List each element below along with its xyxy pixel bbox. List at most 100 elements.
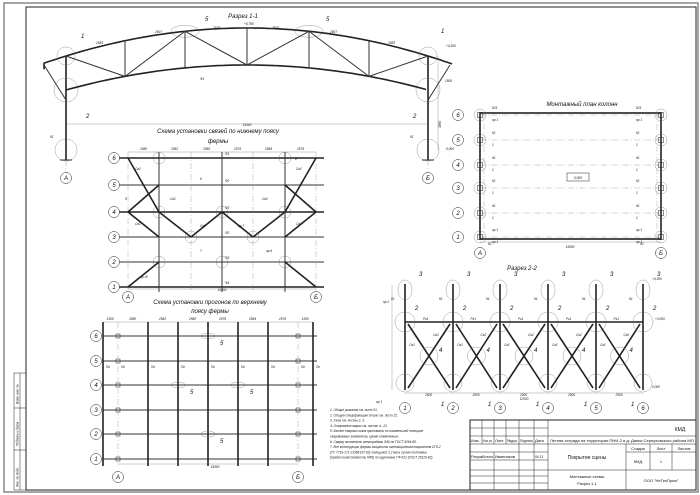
bracing-label: пр 10 — [140, 275, 148, 279]
axis-bubble — [637, 402, 649, 414]
truss-diagonal — [368, 55, 429, 77]
tb-code: КМД — [675, 427, 686, 433]
brace-label: Св2 — [481, 333, 487, 337]
bracing-label: Св2 — [296, 167, 302, 171]
span-dim: 2582 — [158, 317, 166, 321]
row-axis-label: 3 — [456, 186, 460, 192]
axis-b-label: Б — [314, 295, 318, 301]
node-ellipse — [170, 381, 186, 389]
node-circle — [654, 158, 668, 172]
title-block: Изм. Кол.уч. Лист №док. Подпись Дата Раз… — [469, 419, 697, 491]
row-axis-label: 3 — [112, 235, 116, 241]
beam-label: Рг1 — [614, 317, 620, 321]
column-section — [658, 234, 664, 240]
brace-label: Св2 — [528, 333, 534, 337]
node-ellipse — [200, 332, 216, 340]
bracing — [284, 157, 317, 213]
node-callout: 2 — [462, 306, 467, 312]
node-callout: 3 — [419, 272, 423, 278]
node-callout: 2 — [414, 306, 419, 312]
node-circle — [654, 108, 668, 122]
tb-stage: КМД — [634, 459, 643, 464]
bracing — [127, 184, 160, 213]
note-item: (предел огнестойкости R45) по грунтовке … — [330, 456, 433, 460]
node-callout: 5 — [220, 439, 224, 445]
node-callout: 1 — [584, 402, 587, 408]
column-label: К1 — [492, 131, 496, 135]
node-circle — [473, 230, 487, 244]
axis-a — [60, 172, 72, 184]
row-axis — [108, 206, 120, 218]
node-callout: 1 — [81, 34, 84, 40]
note-item: 6. Сварку выполнять электродами Э46 по Г… — [330, 440, 417, 444]
chord-dim: 2607 — [329, 30, 337, 34]
bracing-label: Св2 — [296, 222, 302, 226]
node-circle — [215, 205, 229, 219]
node-circle — [562, 346, 582, 366]
row-axis-label: 6 — [456, 113, 460, 119]
cross-brace — [455, 323, 498, 389]
section-1-1-span-dim: 15500 — [243, 123, 252, 127]
node-callout: 2 — [85, 114, 90, 120]
column-label: пр 1 — [636, 228, 642, 232]
node-callout: 1 — [441, 402, 444, 408]
column-label: 1 — [636, 168, 638, 172]
bracing-label: Св2 — [135, 222, 141, 226]
tb-col-header: Лист — [495, 438, 504, 443]
section-1-1-top-mark: +5,780 — [244, 22, 254, 26]
tb-drawing-name-2: Разрез 1-1 — [577, 481, 597, 486]
truss-diagonal — [246, 30, 310, 66]
beam-label: Рг1 — [566, 317, 572, 321]
brace-label: Св1 — [409, 343, 415, 347]
axis-b — [655, 247, 667, 259]
column-label: 1 — [492, 143, 494, 147]
node-callout: 2 — [412, 114, 417, 120]
node-circle — [246, 230, 260, 244]
span-dim: 2580 — [202, 147, 210, 151]
note-item: свариваемых элементов, кроме отмеченных. — [330, 435, 399, 439]
section-1-1-height-dim: 3950 — [438, 121, 442, 128]
brace-label: Св2 — [433, 333, 439, 337]
node-circle — [489, 311, 511, 333]
span-dim: 1350 — [107, 317, 114, 321]
node-circle — [632, 311, 654, 333]
node-callout: 4 — [439, 348, 443, 354]
column-section — [477, 234, 483, 240]
tb-col-header: Дата — [535, 438, 545, 443]
row-axis-label: 4 — [456, 163, 460, 169]
row-axis — [108, 152, 120, 164]
row-axis — [452, 159, 464, 171]
chord-label: Ф1 — [225, 152, 230, 156]
general-notes: 1. Общие указания см. лист 01.2. Общую с… — [329, 408, 441, 460]
axis-a-label: А — [63, 176, 68, 182]
column-label: пр 1 — [492, 118, 498, 122]
axis-bubble — [590, 402, 602, 414]
node-circle — [442, 311, 464, 333]
span-dim: 2584 — [248, 317, 256, 321]
bracing-label: 7 — [200, 249, 202, 253]
row-axis — [452, 182, 464, 194]
node-circle — [610, 346, 629, 366]
node-callout: 3 — [514, 272, 518, 278]
bracing-label: 9 — [125, 197, 127, 201]
column-label: пр 1 — [636, 118, 642, 122]
bracing — [127, 157, 160, 213]
bracing-label: пр 6 — [266, 249, 272, 253]
strut — [427, 64, 451, 101]
plan-purlins-total-dim: 15500 — [211, 465, 220, 469]
column-label: 1 — [636, 143, 638, 147]
row-axis-label: 6 — [94, 334, 98, 340]
section-2-2-total-dim: 12500 — [520, 397, 529, 401]
purlin-label: Пг — [241, 365, 245, 369]
inner-frame — [25, 6, 697, 491]
node-circle — [394, 311, 416, 333]
plan-lower-bracing-title: Схема установки связей по нижнему поясу — [157, 128, 280, 135]
bracing-label: Св1 — [200, 224, 206, 228]
node-callout: 5 — [326, 17, 330, 23]
note-item: 1. Общие указания см. лист 01. — [330, 408, 378, 412]
purlin-label: Пг — [121, 365, 125, 369]
purlin-label: Пг — [271, 365, 275, 369]
tb-sheet: 1 — [660, 459, 663, 464]
column-section — [477, 162, 483, 168]
column-section — [658, 137, 664, 143]
